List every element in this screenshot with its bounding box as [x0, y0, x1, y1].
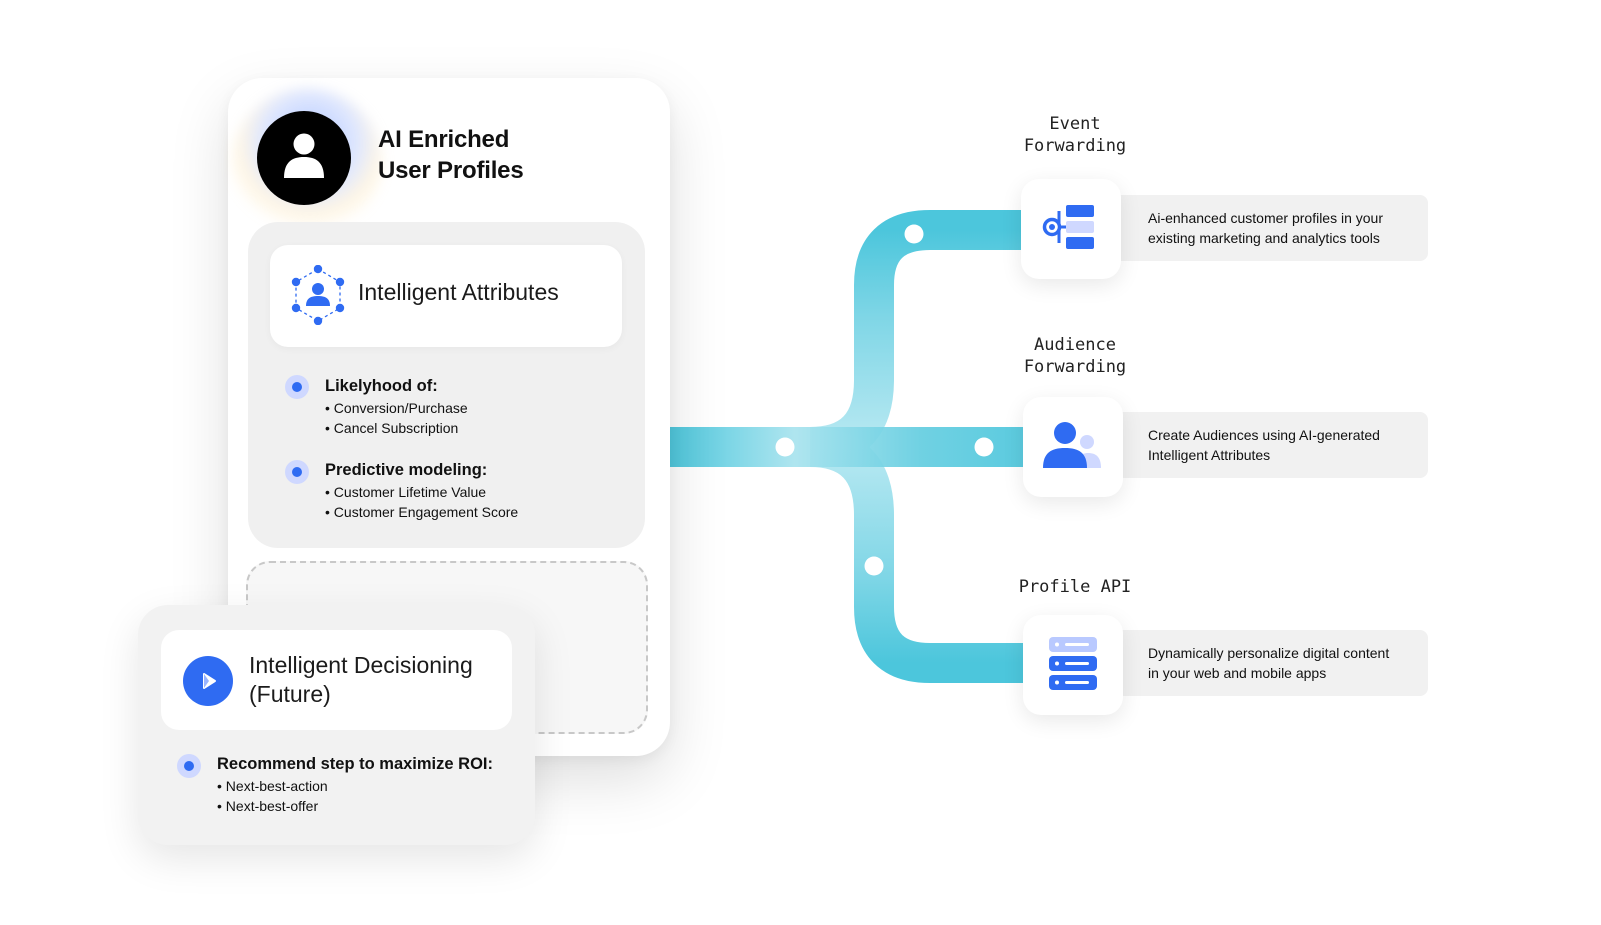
label-line: Forwarding [1023, 357, 1127, 377]
description-line: existing marketing and analytics tools [1148, 230, 1380, 246]
attribute-group-heading: Likelyhood of: [325, 377, 438, 395]
event-forwarding-description: Ai-enhanced customer profiles in your ex… [1108, 195, 1428, 261]
decisioning-item: • Next-best-offer [217, 798, 319, 814]
description-line: Intelligent Attributes [1148, 447, 1271, 463]
event-forwarding-icon [1041, 202, 1101, 257]
attribute-group-heading: Predictive modeling: [325, 461, 488, 479]
attribute-item: • Customer Lifetime Value [325, 484, 487, 500]
attribute-item: • Conversion/Purchase [325, 400, 468, 416]
decisioning-title-line1: Intelligent Decisioning [249, 652, 473, 678]
label-line: Audience [1034, 335, 1116, 355]
event-forwarding-tile[interactable] [1021, 179, 1121, 279]
attribute-item: • Cancel Subscription [325, 420, 459, 436]
profile-api-label: Profile API [995, 576, 1155, 598]
event-forwarding-label: Event Forwarding [995, 113, 1155, 157]
description-line: in your web and mobile apps [1148, 665, 1327, 681]
attribute-group: Predictive modeling: • Customer Lifetime… [325, 461, 518, 522]
connector-dot [974, 437, 994, 457]
connector-branch-down [809, 427, 1030, 683]
server-stack-icon [1047, 635, 1099, 696]
audience-icon [1041, 420, 1105, 475]
bullet-dot [285, 460, 309, 484]
connector-dot [775, 437, 795, 457]
profile-api-tile[interactable] [1023, 615, 1123, 715]
profile-title-line2: User Profiles [378, 157, 524, 184]
avatar [257, 111, 351, 205]
connector-dot [864, 556, 884, 576]
intelligent-attributes-title: Intelligent Attributes [358, 279, 559, 305]
profile-title: AI Enriched User Profiles [378, 124, 618, 186]
connector-dot [904, 224, 924, 244]
network-person-icon [288, 264, 348, 326]
bullet-dot [285, 375, 309, 399]
audience-forwarding-label: Audience Forwarding [995, 334, 1155, 378]
decisioning-group-heading: Recommend step to maximize ROI: [217, 755, 493, 773]
audience-forwarding-description: Create Audiences using AI-generated Inte… [1108, 412, 1428, 478]
bullet-dot [177, 754, 201, 778]
profile-api-description: Dynamically personalize digital content … [1108, 630, 1428, 696]
description-line: Dynamically personalize digital content [1148, 645, 1390, 661]
attribute-item: • Customer Engagement Score [325, 504, 519, 520]
attribute-group: Likelyhood of: • Conversion/Purchase • C… [325, 377, 468, 438]
audience-forwarding-tile[interactable] [1023, 397, 1123, 497]
user-icon [282, 132, 326, 185]
label-line: Forwarding [1023, 136, 1127, 156]
connector-trunk [668, 427, 1030, 467]
intelligent-attributes-header [270, 245, 622, 347]
description-line: Ai-enhanced customer profiles in your [1148, 210, 1384, 226]
label-line: Profile API [1018, 577, 1132, 597]
decisioning-group: Recommend step to maximize ROI: • Next-b… [217, 755, 493, 816]
label-line: Event [1049, 114, 1101, 134]
intelligent-decisioning-title: Intelligent Decisioning (Future) [249, 651, 473, 709]
profile-title-line1: AI Enriched [378, 126, 510, 153]
decisioning-title-line2: (Future) [249, 681, 331, 707]
description-line: Create Audiences using AI-generated [1148, 427, 1380, 443]
decisioning-item: • Next-best-action [217, 778, 328, 794]
play-arrow-icon [183, 656, 233, 706]
